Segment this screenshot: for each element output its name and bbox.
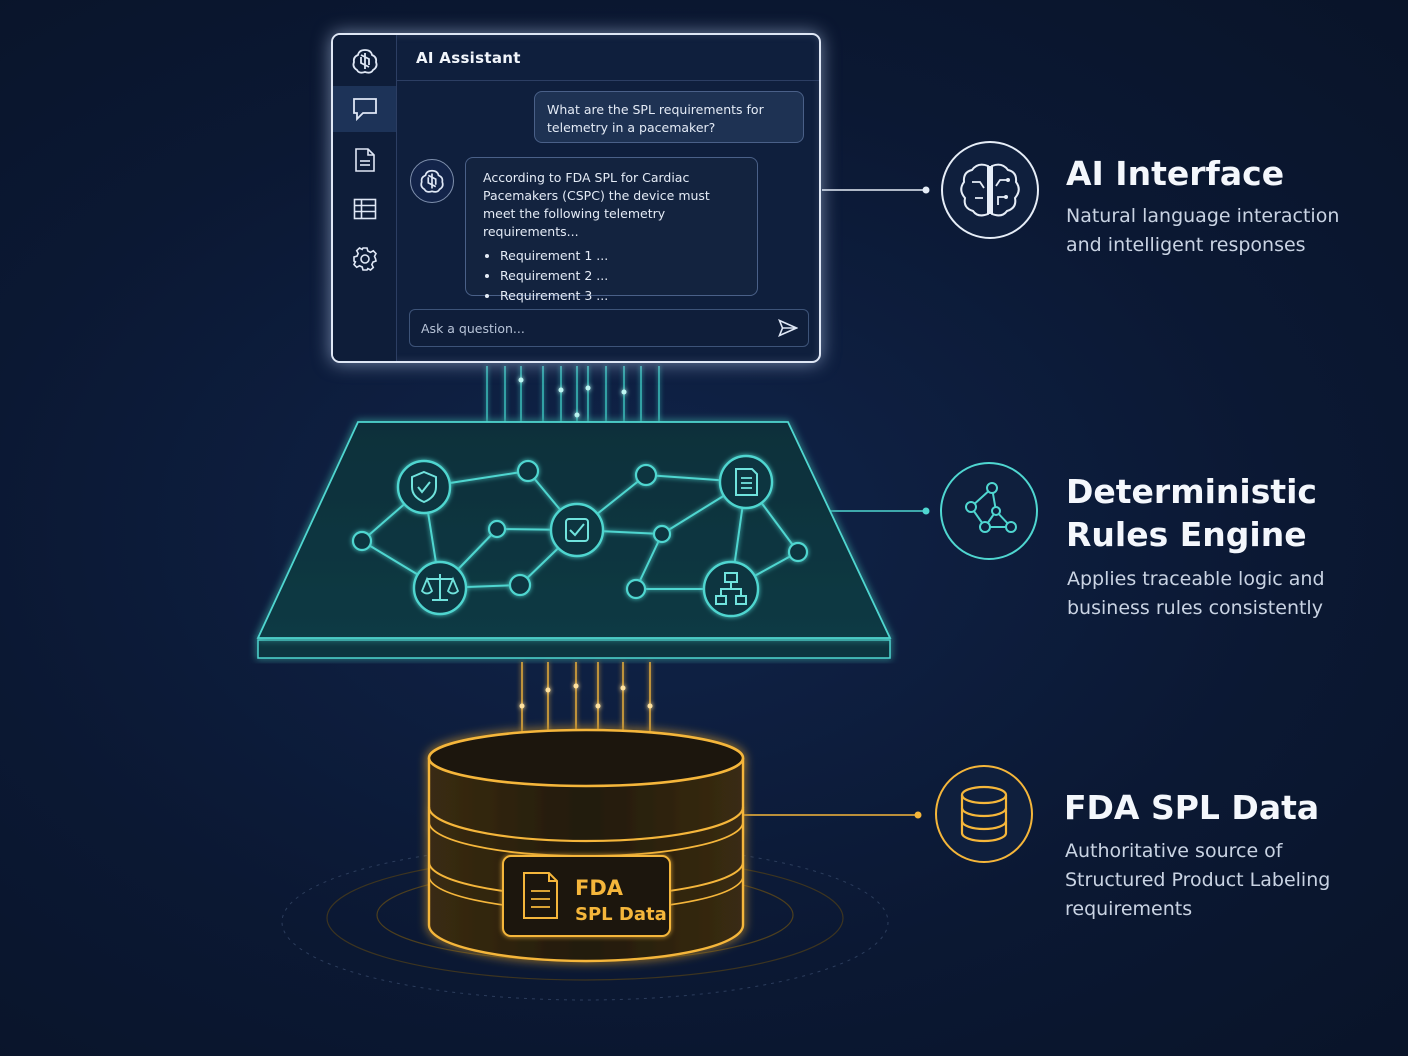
layer-desc-line: business rules consistently [1067, 597, 1323, 619]
layer-desc-fda-spl-data: Authoritative source of Structured Produ… [1065, 837, 1330, 924]
layer-title-line: Rules Engine [1066, 515, 1307, 554]
ai-logo-icon [410, 159, 454, 203]
gold-data-streams [521, 662, 651, 740]
database-icon [935, 765, 1033, 863]
layer-desc-line: Applies traceable logic and [1067, 568, 1325, 590]
ai-assistant-window: AI Assistant What are the SPL requiremen… [331, 33, 821, 363]
layer-desc-line: Natural language interaction [1066, 205, 1340, 227]
question-input-placeholder: Ask a question... [421, 320, 525, 336]
hierarchy-icon [702, 560, 760, 618]
table-icon[interactable] [333, 186, 396, 232]
assistant-response: According to FDA SPL for Cardiac Pacemak… [465, 157, 758, 303]
database-label-line2: SPL Data [575, 904, 667, 925]
list-item: Requirement 2 ... [500, 266, 741, 286]
database-label: FDA SPL Data [502, 855, 671, 937]
question-input[interactable]: Ask a question... [409, 309, 809, 347]
shield-check-icon [396, 459, 452, 515]
layer-title-line: Deterministic [1066, 472, 1317, 511]
layer-desc-rules-engine: Applies traceable logic and business rul… [1067, 565, 1325, 623]
layer-title-fda-spl-data: FDA SPL Data [1064, 788, 1320, 827]
gear-icon[interactable] [333, 236, 396, 282]
brain-circuit-icon [941, 141, 1039, 239]
document-icon [718, 454, 774, 510]
layer-desc-line: and intelligent responses [1066, 234, 1306, 256]
scales-icon [412, 560, 468, 616]
document-icon[interactable] [333, 137, 396, 183]
connector-data [744, 811, 922, 819]
connector-rules [830, 507, 930, 515]
chat-icon[interactable] [333, 86, 396, 132]
user-message: What are the SPL requirements for teleme… [534, 91, 804, 143]
list-item: Requirement 1 ... [500, 246, 741, 266]
connector-ai [822, 186, 930, 194]
assistant-sidebar [333, 35, 397, 361]
database-label-line1: FDA [575, 876, 624, 900]
layer-title-rules-engine: Deterministic Rules Engine [1066, 470, 1317, 556]
checkbox-icon [549, 502, 605, 558]
assistant-response-text: According to FDA SPL for Cardiac Pacemak… [483, 170, 710, 239]
layer-title-ai-interface: AI Interface [1066, 154, 1285, 193]
assistant-title: AI Assistant [396, 35, 819, 81]
rules-network-small-nodes [351, 459, 809, 600]
requirements-list: Requirement 1 ... Requirement 2 ... Requ… [483, 246, 741, 306]
network-nodes-icon [940, 462, 1038, 560]
layer-desc-ai-interface: Natural language interaction and intelli… [1066, 202, 1339, 260]
ai-logo-icon[interactable] [333, 38, 396, 84]
list-item: Requirement 3 ... [500, 286, 741, 306]
layer-desc-line: Structured Product Labeling [1065, 869, 1331, 891]
document-icon [523, 872, 558, 919]
layer-desc-line: Authoritative source of [1065, 840, 1283, 862]
send-icon[interactable] [778, 318, 799, 340]
layer-desc-line: requirements [1065, 898, 1193, 920]
